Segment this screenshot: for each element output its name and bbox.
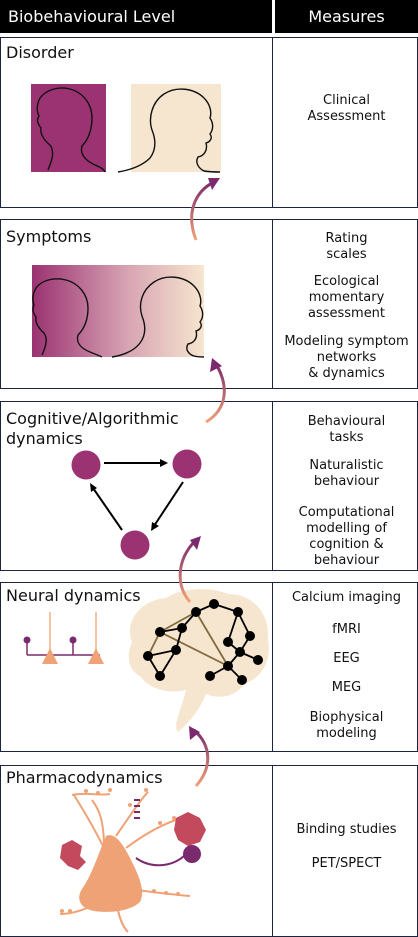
measure-item: Clinical Assessment [307, 93, 386, 124]
measure-item: Ecological momentary assessment [307, 274, 386, 321]
receptor-left-icon [60, 840, 86, 870]
level-title-neural: Neural dynamics [6, 586, 141, 605]
level-arrows [178, 180, 226, 787]
presynaptic-terminal [134, 799, 185, 867]
measure-item: Modeling symptom networks & dynamics [284, 334, 409, 381]
head-silhouette-right-icon [117, 88, 221, 173]
level-title-disorder: Disorder [6, 43, 74, 62]
arrow-cognitive-to-symptoms [205, 363, 226, 424]
neural-illustration [23, 589, 269, 732]
symptoms-illustration [32, 265, 205, 358]
arrowhead-4-icon [189, 726, 200, 740]
level-title-pharmacodynamics: Pharmacodynamics [6, 768, 163, 787]
measure-item: fMRI [332, 622, 361, 637]
node-right [172, 449, 202, 479]
edge-right [153, 481, 184, 527]
measure-item: MEG [331, 680, 362, 695]
measure-item: EEG [333, 651, 360, 666]
edge-top-arrowhead-icon [160, 459, 168, 467]
measure-item: PET/SPECT [311, 856, 382, 871]
peach-panel-right [131, 84, 221, 172]
ligand-vesicle [183, 845, 201, 863]
symptom-head-left-icon [32, 278, 103, 358]
measure-item: Calcium imaging [291, 590, 402, 605]
arrowhead-1-icon [208, 178, 220, 190]
arrow-symptoms-to-disorder [190, 180, 215, 241]
measure-item: Naturalistic behaviour [309, 458, 384, 489]
level-title-symptoms: Symptoms [6, 227, 92, 246]
disorder-illustration [31, 84, 221, 173]
pharmacodynamics-illustration [59, 788, 206, 933]
neuron-cell-body-icon [79, 835, 143, 912]
arrow-pharma-to-neural [192, 728, 210, 787]
arrowhead-2-icon [210, 358, 222, 372]
node-left [71, 450, 101, 480]
measure-item: Rating scales [325, 231, 368, 262]
edge-right-arrowhead-icon [151, 522, 159, 531]
head-silhouette-left-icon [36, 87, 106, 173]
receptor-right-icon [174, 812, 206, 846]
neuron-soma-right-icon [88, 648, 104, 664]
spines [60, 788, 180, 913]
arrowheads [189, 178, 222, 740]
measure-item: Behavioural tasks [307, 414, 386, 445]
edge-left-arrowhead-icon [90, 483, 97, 492]
measure-item: Computational modelling of cognition & b… [298, 505, 395, 568]
arrow-neural-to-cognitive [178, 538, 198, 603]
neuron-soma-left-icon [42, 648, 58, 664]
arrowhead-3-icon [190, 536, 201, 550]
synapse-left [23, 636, 31, 644]
symptom-head-right-icon [111, 276, 205, 358]
synapse-right [69, 636, 77, 644]
measures-column-header: Measures [275, 0, 418, 33]
node-bottom [120, 530, 150, 560]
level-column-header: Biobehavioural Level [0, 0, 272, 33]
network-nodes [143, 599, 263, 685]
symptoms-gradient-panel [32, 265, 204, 357]
measure-item: Binding studies [296, 822, 397, 837]
cognitive-illustration [71, 449, 202, 560]
edge-left [92, 487, 123, 531]
level-title-cognitive: Cognitive/Algorithmic dynamics [6, 409, 179, 448]
measure-item: Biophysical modeling [309, 710, 384, 741]
purple-panel-left [31, 84, 106, 172]
